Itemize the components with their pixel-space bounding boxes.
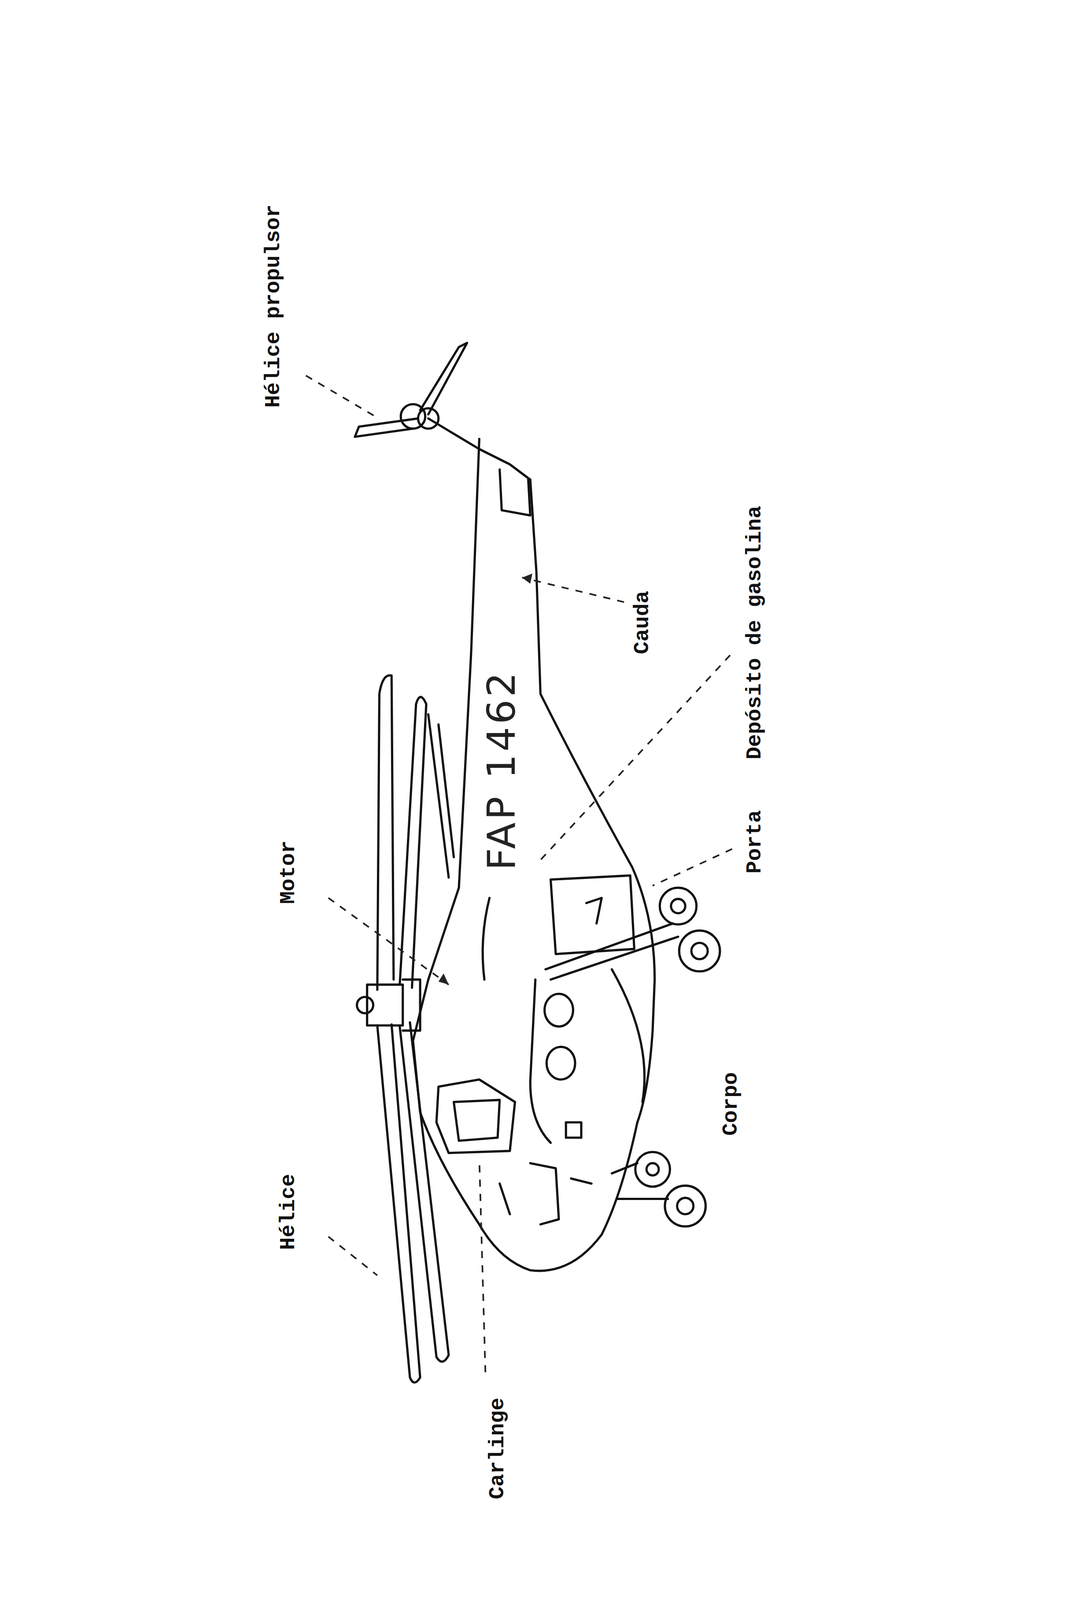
part-label: Depósito de gasolina [744,505,766,760]
registration-marking: FAP 1462 [482,669,521,871]
part-label: Motor [277,840,299,904]
part-label: Carlinge [487,1397,509,1499]
part-label: Cauda [631,590,654,654]
part-label: Porta [744,809,766,874]
part-label: Hélice [277,1173,299,1250]
part-label: Hélice propulsor [262,204,285,408]
part-label: Corpo [720,1071,742,1136]
leader-lines [306,375,733,1373]
